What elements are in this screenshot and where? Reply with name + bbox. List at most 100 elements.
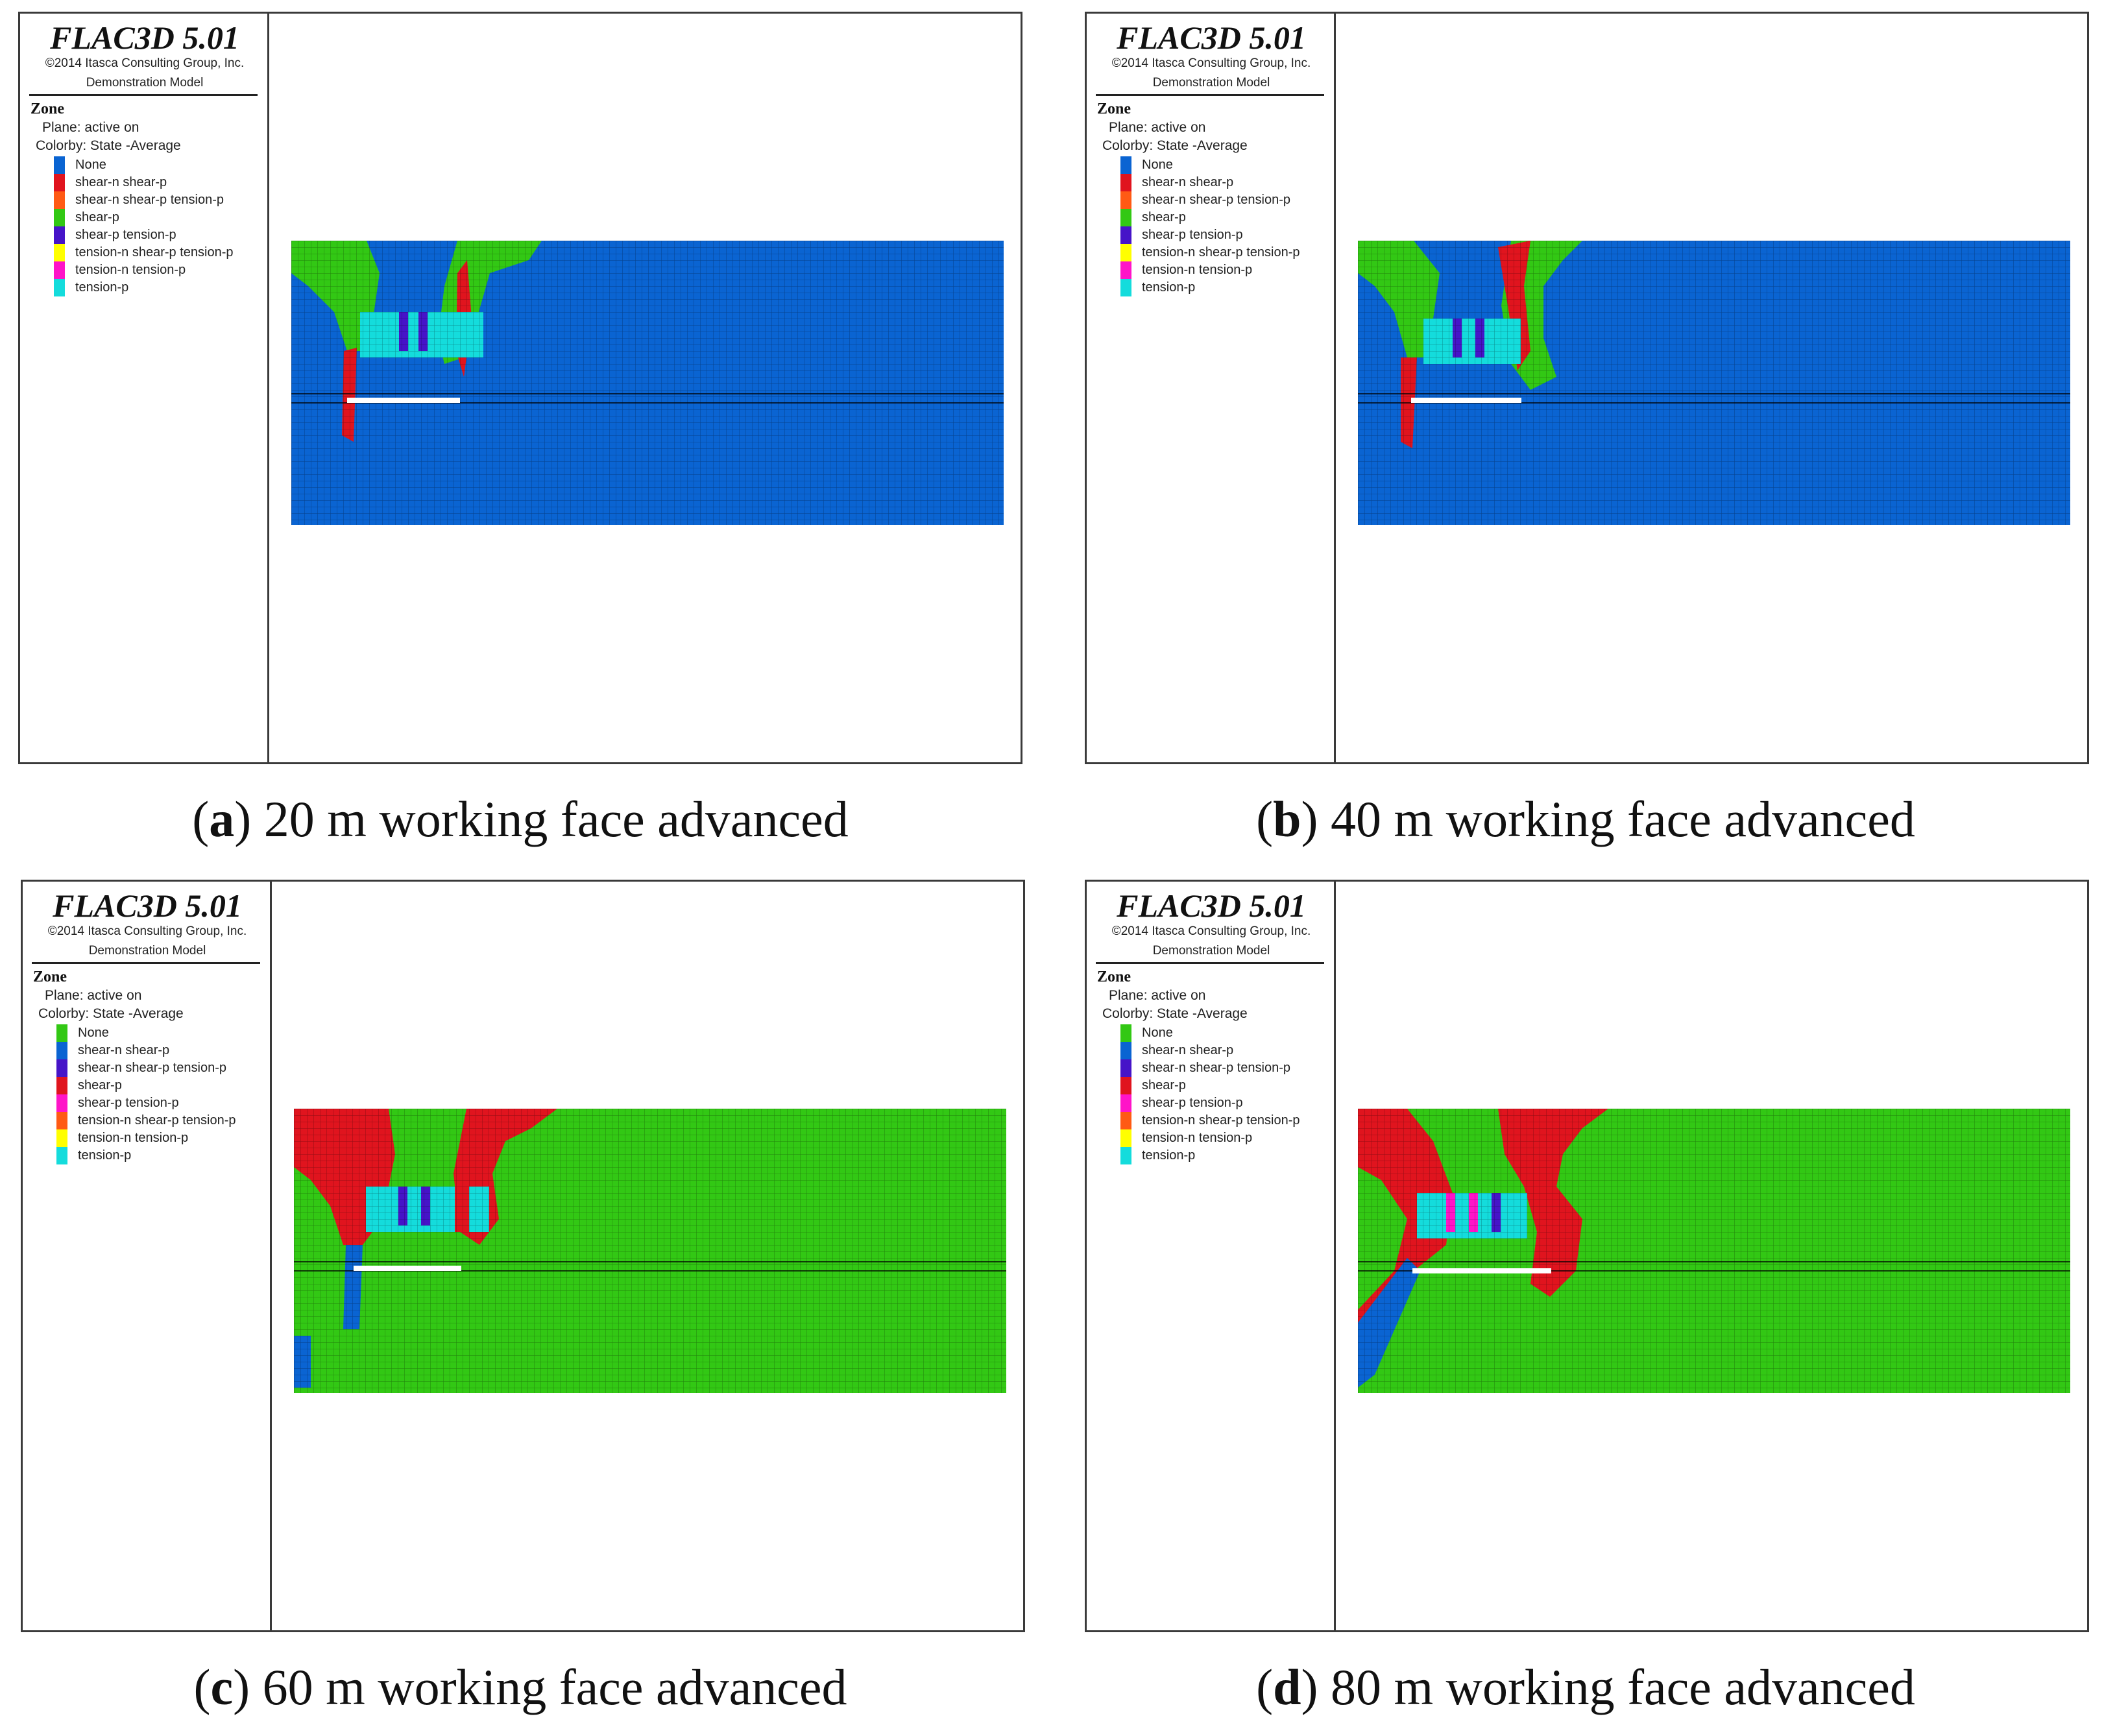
legend-swatch [1120, 1042, 1131, 1059]
legend-label: shear-n shear-p tension-p [1142, 193, 1291, 207]
legend-item: shear-n shear-p tension-p [1120, 1059, 1300, 1077]
zone-state-plot [291, 241, 1004, 525]
title-divider [1096, 962, 1324, 964]
legend-swatch [1120, 1059, 1131, 1077]
legend-swatch [1120, 1094, 1131, 1112]
legend-item: tension-n tension-p [1120, 261, 1300, 279]
copyright-text: ©2014 Itasca Consulting Group, Inc. [1111, 924, 1311, 938]
legend-item: None [1120, 1024, 1300, 1042]
legend-label: tension-p [75, 280, 129, 295]
legend-swatch [54, 191, 65, 209]
title-divider [29, 94, 258, 96]
caption-b: (b) 40 m working face advanced [1256, 791, 1915, 847]
zone-state-plot [1358, 1109, 2070, 1393]
legend-swatch [56, 1112, 67, 1129]
legend-swatch [1120, 174, 1131, 191]
legend-label: shear-n shear-p tension-p [1142, 1061, 1291, 1075]
legend-item: shear-n shear-p tension-p [56, 1059, 236, 1077]
legend-swatch [1120, 1077, 1131, 1094]
model-name: Demonstration Model [86, 76, 204, 90]
legend-list: None shear-n shear-p shear-n shear-p ten… [54, 156, 233, 296]
caption-letter: a [209, 791, 235, 847]
legend-item: shear-n shear-p tension-p [54, 191, 233, 209]
legend-label: None [1142, 1026, 1173, 1040]
legend-item: tension-p [1120, 279, 1300, 296]
model-plot-area [1336, 882, 2087, 1630]
legend-label: tension-n tension-p [1142, 263, 1253, 277]
legend-swatch [56, 1042, 67, 1059]
title-divider [1096, 94, 1324, 96]
legend-swatch [1120, 1129, 1131, 1147]
legend-swatch [56, 1094, 67, 1112]
colorby-text: Colorby: State -Average [1102, 1006, 1248, 1021]
legend-swatch [56, 1147, 67, 1164]
legend-swatch [54, 156, 65, 174]
legend-label: shear-p tension-p [1142, 228, 1243, 242]
legend-label: shear-p tension-p [78, 1096, 179, 1110]
app-title: FLAC3D 5.01 [50, 19, 239, 56]
goaf-excavation-bar [347, 398, 460, 403]
legend-list: None shear-n shear-p shear-n shear-p ten… [1120, 1024, 1300, 1164]
zone-grid-overlay [291, 241, 1004, 525]
legend-swatch [56, 1024, 67, 1042]
legend-swatch [54, 279, 65, 296]
model-name: Demonstration Model [88, 944, 206, 958]
zone-state-plot [1358, 241, 2070, 525]
legend-area: FLAC3D 5.01 ©2014 Itasca Consulting Grou… [23, 882, 272, 1630]
legend-item: shear-n shear-p [1120, 1042, 1300, 1059]
legend-item: tension-n shear-p tension-p [54, 244, 233, 261]
legend-swatch [1120, 244, 1131, 261]
legend-label: tension-n tension-p [78, 1131, 189, 1145]
legend-item: tension-n tension-p [54, 261, 233, 279]
legend-item: shear-p tension-p [1120, 226, 1300, 244]
legend-item: shear-n shear-p tension-p [1120, 191, 1300, 209]
zone-state-plot [294, 1109, 1006, 1393]
caption-text: 40 m working face advanced [1330, 791, 1915, 847]
legend-label: shear-n shear-p [1142, 175, 1234, 189]
legend-item: shear-n shear-p [54, 174, 233, 191]
legend-list: None shear-n shear-p shear-n shear-p ten… [56, 1024, 236, 1164]
legend-swatch [1120, 261, 1131, 279]
model-plot-area [269, 14, 1021, 762]
legend-label: None [78, 1026, 109, 1040]
plane-text: Plane: active on [1109, 988, 1206, 1003]
legend-area: FLAC3D 5.01 ©2014 Itasca Consulting Grou… [1087, 14, 1336, 762]
legend-label: shear-n shear-p [1142, 1043, 1234, 1057]
legend-label: tension-n shear-p tension-p [1142, 245, 1300, 259]
panel-a: FLAC3D 5.01 ©2014 Itasca Consulting Grou… [18, 12, 1022, 764]
legend-swatch [1120, 279, 1131, 296]
legend-label: tension-p [78, 1148, 132, 1163]
legend-item: shear-p [1120, 209, 1300, 226]
legend-swatch [1120, 191, 1131, 209]
legend-list: None shear-n shear-p shear-n shear-p ten… [1120, 156, 1300, 296]
legend-item: shear-p [54, 209, 233, 226]
legend-item: shear-p [1120, 1077, 1300, 1094]
model-plot-area [1336, 14, 2087, 762]
legend-swatch [54, 226, 65, 244]
legend-label: shear-p [78, 1078, 122, 1092]
app-title: FLAC3D 5.01 [1117, 19, 1306, 56]
legend-item: None [54, 156, 233, 174]
caption-text: 20 m working face advanced [263, 791, 849, 847]
caption-c: (c) 60 m working face advanced [193, 1659, 847, 1715]
legend-area: FLAC3D 5.01 ©2014 Itasca Consulting Grou… [20, 14, 269, 762]
caption-a: (a) 20 m working face advanced [192, 791, 849, 847]
legend-swatch [1120, 226, 1131, 244]
legend-label: tension-p [1142, 280, 1196, 295]
legend-label: tension-n tension-p [1142, 1131, 1253, 1145]
caption-letter: c [210, 1659, 234, 1715]
legend-swatch [54, 261, 65, 279]
legend-swatch [54, 244, 65, 261]
legend-swatch [56, 1059, 67, 1077]
goaf-excavation-bar [354, 1266, 461, 1271]
plane-text: Plane: active on [45, 988, 142, 1003]
legend-item: tension-p [54, 279, 233, 296]
zone-grid-overlay [1358, 241, 2070, 525]
colorby-text: Colorby: State -Average [36, 138, 181, 153]
caption-d: (d) 80 m working face advanced [1256, 1659, 1915, 1715]
legend-label: shear-p [1142, 1078, 1186, 1092]
legend-swatch [1120, 1147, 1131, 1164]
legend-item: None [56, 1024, 236, 1042]
caption-text: 80 m working face advanced [1330, 1659, 1915, 1715]
model-name: Demonstration Model [1152, 76, 1270, 90]
